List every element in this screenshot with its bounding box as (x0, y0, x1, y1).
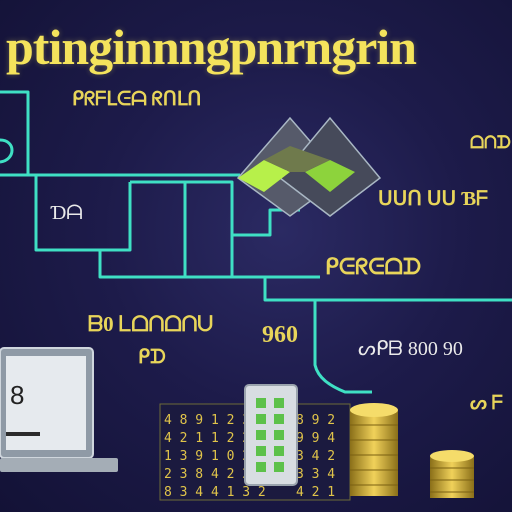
server-digits: 9 9 4 (296, 431, 335, 446)
label-far-right: ᔕ ᖴ (470, 393, 503, 414)
phone-cell (256, 446, 266, 456)
coin-stack-small (430, 450, 474, 498)
server-digits: 3 4 2 (296, 449, 335, 464)
circuit-line (130, 180, 300, 237)
phone-cell (274, 462, 284, 472)
phone-cell (256, 430, 266, 440)
circuit-line (313, 300, 372, 394)
circuit-line (0, 138, 14, 164)
title: ptinginnngpnrngrin (6, 19, 417, 75)
phone-cell (256, 414, 266, 424)
circuit-line (34, 175, 132, 252)
label-mid-right: ᑭᕮᖇᕮᗝᗪ (325, 254, 422, 279)
eth-green-band-left (238, 160, 290, 192)
phone-cell (274, 430, 284, 440)
label-upper-right: ᗝᑎᗪ (470, 133, 511, 152)
laptop-base (0, 458, 118, 472)
label-left-box: Ɗᗩ (50, 202, 83, 224)
label-lower-left: ᗷ0 ᒪᗝᑎᗝᑎᑌ (88, 312, 213, 336)
server-digits: 8 3 4 4 1 3 2 (164, 485, 266, 500)
phone-cell (256, 462, 266, 472)
label-center-right: ᑌᑌᑎ ᑌᑌ Ɓᖴ (378, 188, 489, 210)
laptop-screen-text: 8 (10, 380, 25, 410)
label-small-left: ᑭᗪ (138, 347, 166, 368)
label-lower-right: ᔕᑭᗷ 800 90 (358, 338, 463, 360)
phone-cell (274, 414, 284, 424)
eth-green-band-right (305, 160, 355, 192)
laptop-text-line (6, 432, 40, 436)
server-digits: 4 2 1 (296, 485, 335, 500)
coin-stack-large (350, 403, 398, 496)
label-lower-center: 960 (262, 322, 298, 348)
server-digits: 4 8 9 1 2 3 8 (164, 413, 266, 428)
phone-device (244, 384, 298, 486)
phone-cell (256, 398, 266, 408)
circuit-line (98, 250, 320, 279)
circuit-line (263, 277, 512, 302)
eth-mid-band (264, 146, 330, 172)
server-digits: 4 2 1 1 2 2 3 (164, 431, 266, 446)
phone-cell (274, 446, 284, 456)
server-digits: 8 9 2 (296, 413, 335, 428)
label-top-left: ᑭᖇᖴᒪᕮᗩ ᖇᑎᒪᑎ (72, 89, 202, 110)
server-digits: 3 3 4 (296, 467, 335, 482)
server-digits: 2 3 8 4 2 2 3 (164, 467, 266, 482)
server-digits: 1 3 9 1 0 2 3 (164, 449, 266, 464)
phone-cell (274, 398, 284, 408)
